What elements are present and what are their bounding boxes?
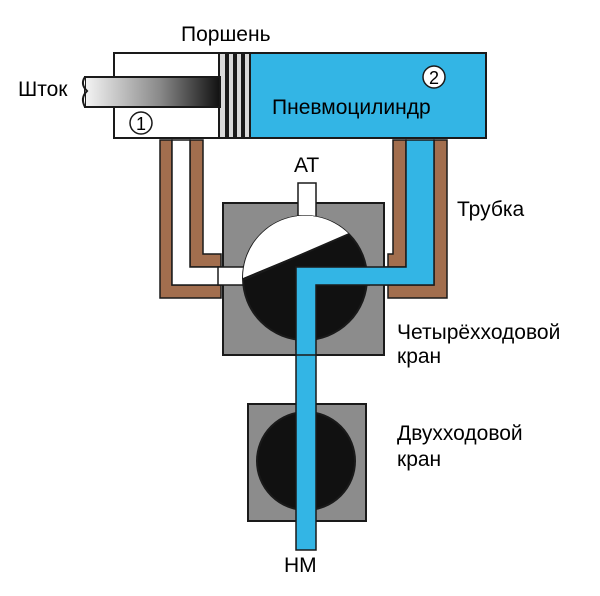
four-way-valve-label-2: кран xyxy=(397,345,442,368)
chamber-2-number: 2 xyxy=(429,68,439,88)
atmosphere-port xyxy=(297,182,317,220)
chamber-1-marker: 1 xyxy=(129,111,153,135)
two-way-valve-label-2: кран xyxy=(397,448,442,471)
rod xyxy=(84,76,221,108)
tube-left xyxy=(159,139,222,299)
atmosphere-label: АТ xyxy=(294,154,320,177)
cylinder-label: Пневмоцилиндр xyxy=(272,96,431,119)
cylinder xyxy=(81,52,487,139)
tube-label: Трубка xyxy=(457,198,525,221)
chamber-1-number: 1 xyxy=(136,114,146,134)
two-way-valve-label-1: Двухходовой xyxy=(397,422,523,445)
cylinder-chamber-2 xyxy=(248,52,487,139)
pump-label: НМ xyxy=(284,554,317,577)
piston xyxy=(218,52,251,139)
chamber-2-marker: 2 xyxy=(422,65,446,89)
rod-label: Шток xyxy=(18,78,68,101)
air-line xyxy=(295,354,317,551)
four-way-valve-label-1: Четырёхходовой xyxy=(397,321,561,344)
four-way-valve xyxy=(217,182,388,356)
piston-label: Поршень xyxy=(181,23,271,46)
